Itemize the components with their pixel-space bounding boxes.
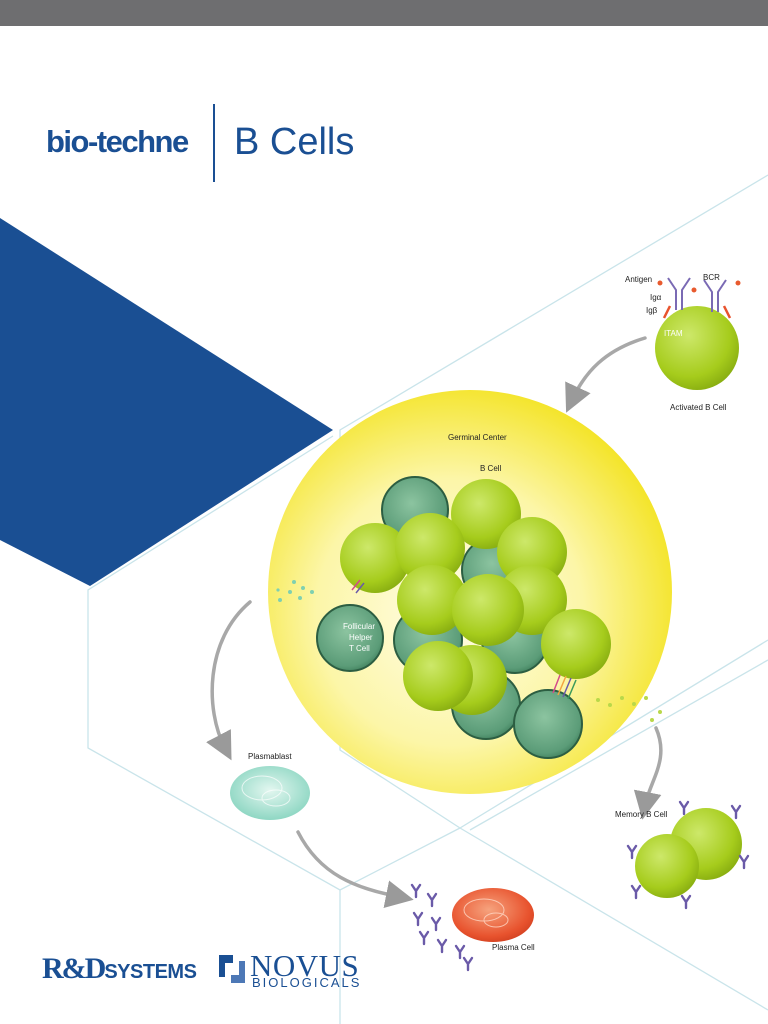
novus-logo-text: NOVUS [250, 948, 360, 983]
itam-label: ITAM [664, 329, 683, 338]
header-divider [213, 104, 215, 182]
b-cell-label: B Cell [480, 464, 502, 473]
flow-arrows [206, 336, 663, 908]
cytokine-dots-right [596, 696, 662, 722]
plasmablast-cell [230, 766, 310, 820]
blue-triangle-shape [0, 218, 333, 586]
plasmablast-label: Plasmablast [248, 752, 292, 761]
ig-alpha-label: Igα [650, 293, 662, 302]
germinal-b-cells [340, 479, 611, 715]
activated-b-cell [655, 277, 741, 390]
plasma-cell [452, 888, 534, 942]
memory-b-cells [635, 808, 742, 898]
activated-b-cell-label: Activated B Cell [670, 403, 727, 412]
novus-logo-subtext: BIOLOGICALS [252, 975, 362, 990]
germinal-center-label: Germinal Center [448, 433, 507, 442]
rnd-systems-logo: R&DSYSTEMS [42, 952, 197, 986]
antibody-icons [410, 800, 750, 972]
bio-techne-logo: bio-techne [46, 124, 189, 159]
novus-logo-icon [219, 955, 245, 983]
receptor-bundle-icon [351, 579, 577, 700]
bcr-label: BCR [703, 273, 720, 282]
follicular-helper-label-1: Follicular [343, 622, 375, 631]
follicular-helper-t-cell [316, 604, 384, 672]
top-bar [0, 0, 768, 26]
follicular-helper-label-2: Helper [349, 633, 373, 642]
plasma-cell-label: Plasma Cell [492, 943, 535, 952]
page-title: B Cells [234, 121, 355, 163]
ig-beta-label: Igβ [646, 306, 658, 315]
antigen-label: Antigen [625, 275, 652, 284]
rnd-systems-text: SYSTEMS [104, 961, 197, 983]
cytokine-dots [276, 580, 314, 602]
follicular-helper-label-3: T Cell [349, 644, 370, 653]
rnd-main-text: R&D [42, 952, 106, 985]
memory-b-cell-label: Memory B Cell [615, 810, 668, 819]
